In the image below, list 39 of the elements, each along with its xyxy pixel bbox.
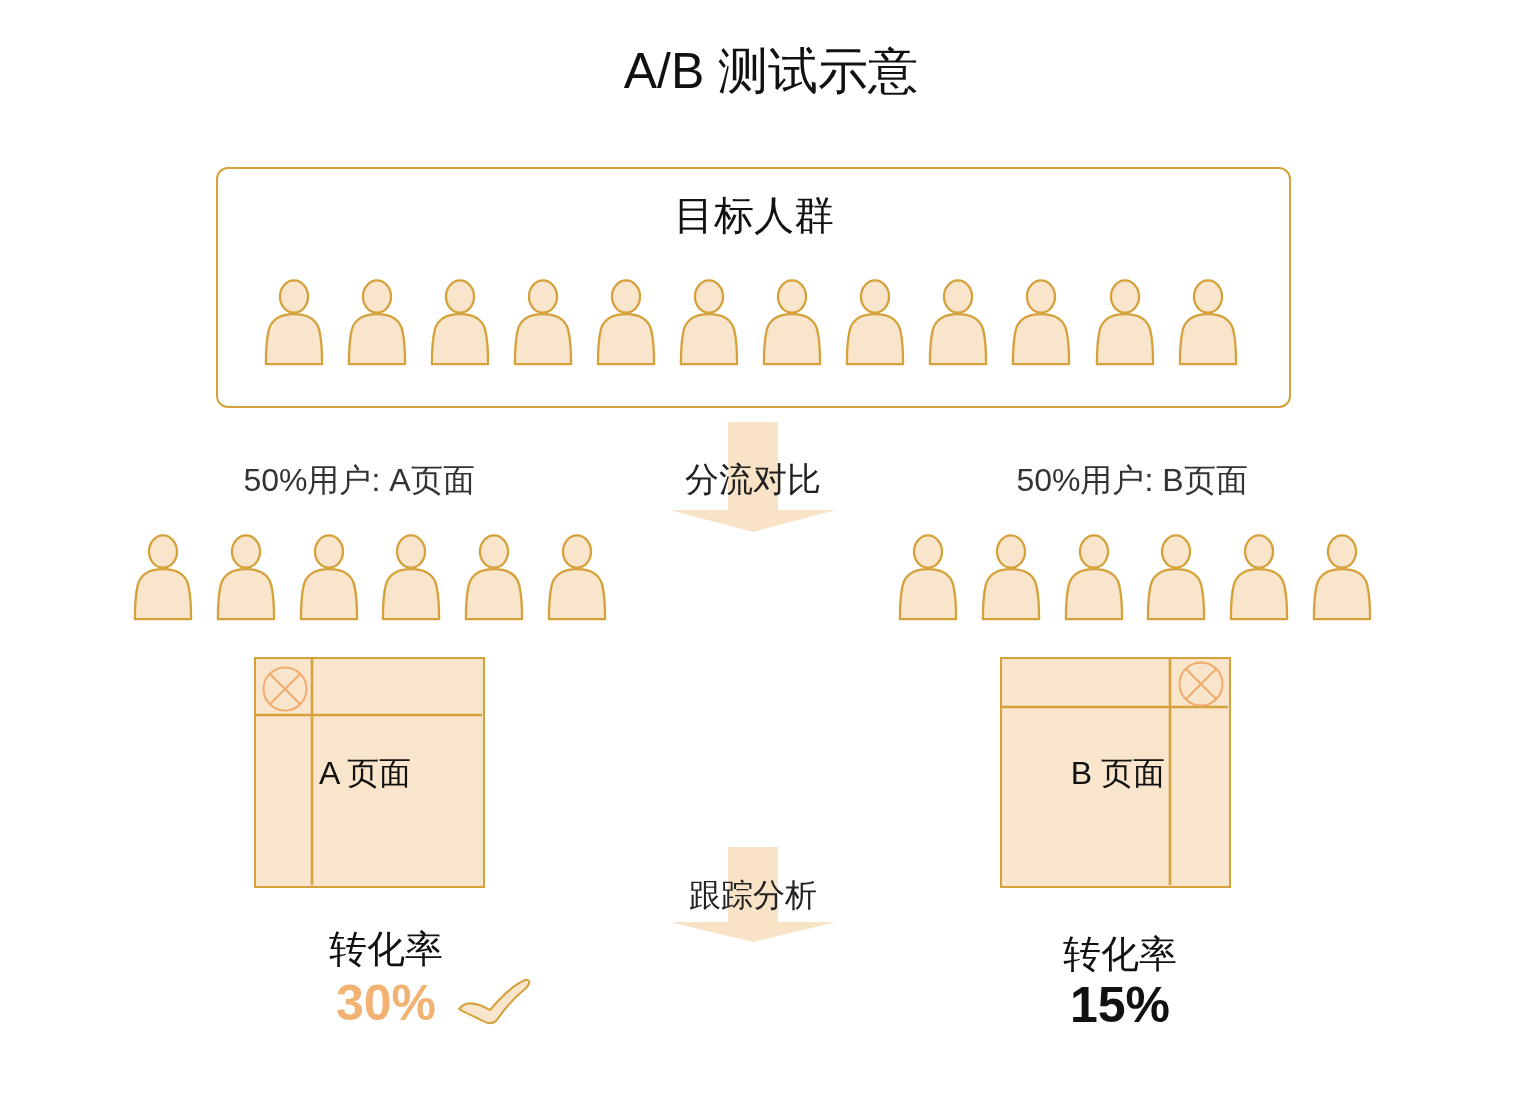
person-figure	[1062, 532, 1125, 622]
person-figure	[463, 532, 526, 622]
group-title: 目标人群	[673, 192, 834, 238]
person-figure	[1228, 532, 1291, 622]
step-label: 分流对比	[685, 460, 821, 500]
metric-label: 转化率	[329, 928, 443, 972]
person-figure	[297, 532, 360, 622]
person-figure	[1311, 532, 1373, 622]
metric-value: 30%	[335, 975, 437, 1033]
person-figure	[132, 532, 194, 622]
step-label: 跟踪分析	[689, 876, 817, 914]
person-figure	[1010, 276, 1073, 367]
person-figure	[979, 532, 1042, 622]
person-figure	[927, 276, 990, 367]
person-figure	[594, 276, 657, 367]
person-figure	[678, 276, 740, 367]
page-title: B 页面	[1070, 754, 1165, 792]
page-wireframe	[254, 657, 485, 888]
person-figure	[844, 276, 907, 367]
person-figure	[897, 532, 959, 622]
person-figure	[345, 276, 408, 367]
group-caption: 50%用户: B页面	[1016, 461, 1248, 499]
person-figure	[380, 532, 443, 622]
metric-value: 15%	[1069, 977, 1171, 1035]
person-figure	[1145, 532, 1208, 622]
diagram-title: A/B 测试示意	[623, 43, 919, 101]
metric-label: 转化率	[1063, 933, 1177, 977]
person-figure	[511, 276, 574, 367]
group-box	[216, 167, 1291, 408]
person-figure	[546, 532, 608, 622]
person-figure	[1093, 276, 1156, 367]
person-figure	[262, 276, 325, 367]
person-figure	[1176, 276, 1239, 367]
page-wireframe	[1000, 657, 1231, 888]
person-figure	[761, 276, 824, 367]
person-figure	[428, 276, 491, 367]
group-caption: 50%用户: A页面	[243, 461, 475, 499]
page-title: A 页面	[319, 754, 412, 792]
person-figure	[214, 532, 277, 622]
